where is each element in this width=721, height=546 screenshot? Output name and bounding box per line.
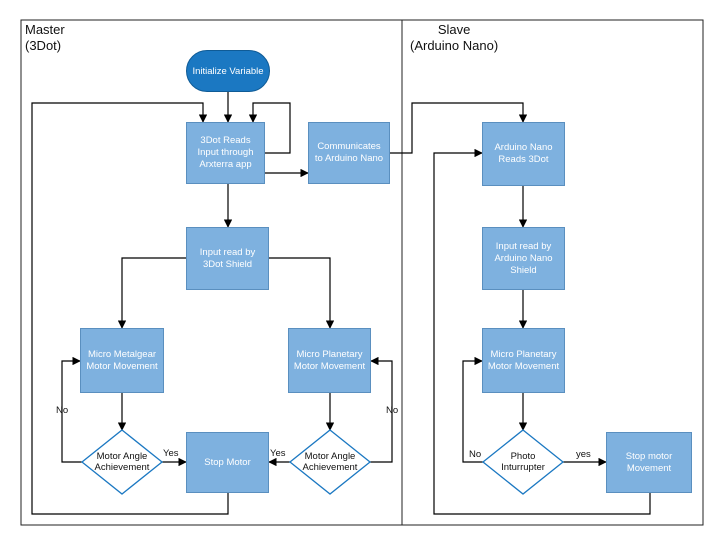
edge-reads-loop [248, 102, 291, 154]
edge-master-return-loop [31, 102, 229, 515]
node-input-read-3dot-shield: Input read by 3Dot Shield [186, 227, 269, 290]
decision-angle-right [288, 429, 372, 495]
edge-label-no-slave: No [469, 449, 482, 460]
edge-label-no-left: No [56, 405, 69, 416]
lane-title-slave: Slave (Arduino Nano) [410, 22, 499, 53]
edge-communicates-to-nano [390, 102, 528, 154]
node-stop-motor-movement: Stop motor Movement [606, 432, 692, 493]
node-initialize-variable: Initialize Variable [186, 50, 270, 92]
decision-photo [481, 429, 565, 495]
decision-angle-right-label: Motor Angle Achievement [302, 451, 358, 473]
node-input-read-nano-shield: Input read by Arduino Nano Shield [482, 227, 565, 290]
node-stop-motor: Stop Motor [186, 432, 269, 493]
edge-label-yes-right: Yes [270, 448, 286, 459]
node-metalgear-movement: Micro Metalgear Motor Movement [80, 328, 164, 393]
edge-label-yes-slave: yes [576, 449, 591, 460]
edge-label-no-right: No [386, 405, 399, 416]
decision-angle-left [80, 429, 164, 495]
decision-angle-left-label: Motor Angle Achievement [94, 451, 150, 473]
edge-label-yes-left: Yes [163, 448, 179, 459]
node-planetary-movement-master: Micro Planetary Motor Movement [288, 328, 371, 393]
lane-title-master: Master (3Dot) [25, 22, 65, 53]
node-nano-reads-3dot: Arduino Nano Reads 3Dot [482, 122, 565, 186]
edge-slave-return-loop [433, 148, 651, 515]
node-communicates: Communicates to Arduino Nano [308, 122, 390, 184]
decision-photo-label: Photo Inturrupter [501, 451, 545, 473]
node-3dot-reads-input: 3Dot Reads Input through Arxterra app [186, 122, 265, 184]
edge-shield-to-planetary [269, 257, 335, 329]
edge-angle-right-no [370, 356, 393, 463]
node-planetary-movement-slave: Micro Planetary Motor Movement [482, 328, 565, 393]
edge-photo-no [462, 356, 485, 463]
edge-shield-to-metalgear [117, 257, 186, 329]
edge-angle-left-no [61, 356, 82, 463]
swimlane-frame [20, 19, 704, 526]
